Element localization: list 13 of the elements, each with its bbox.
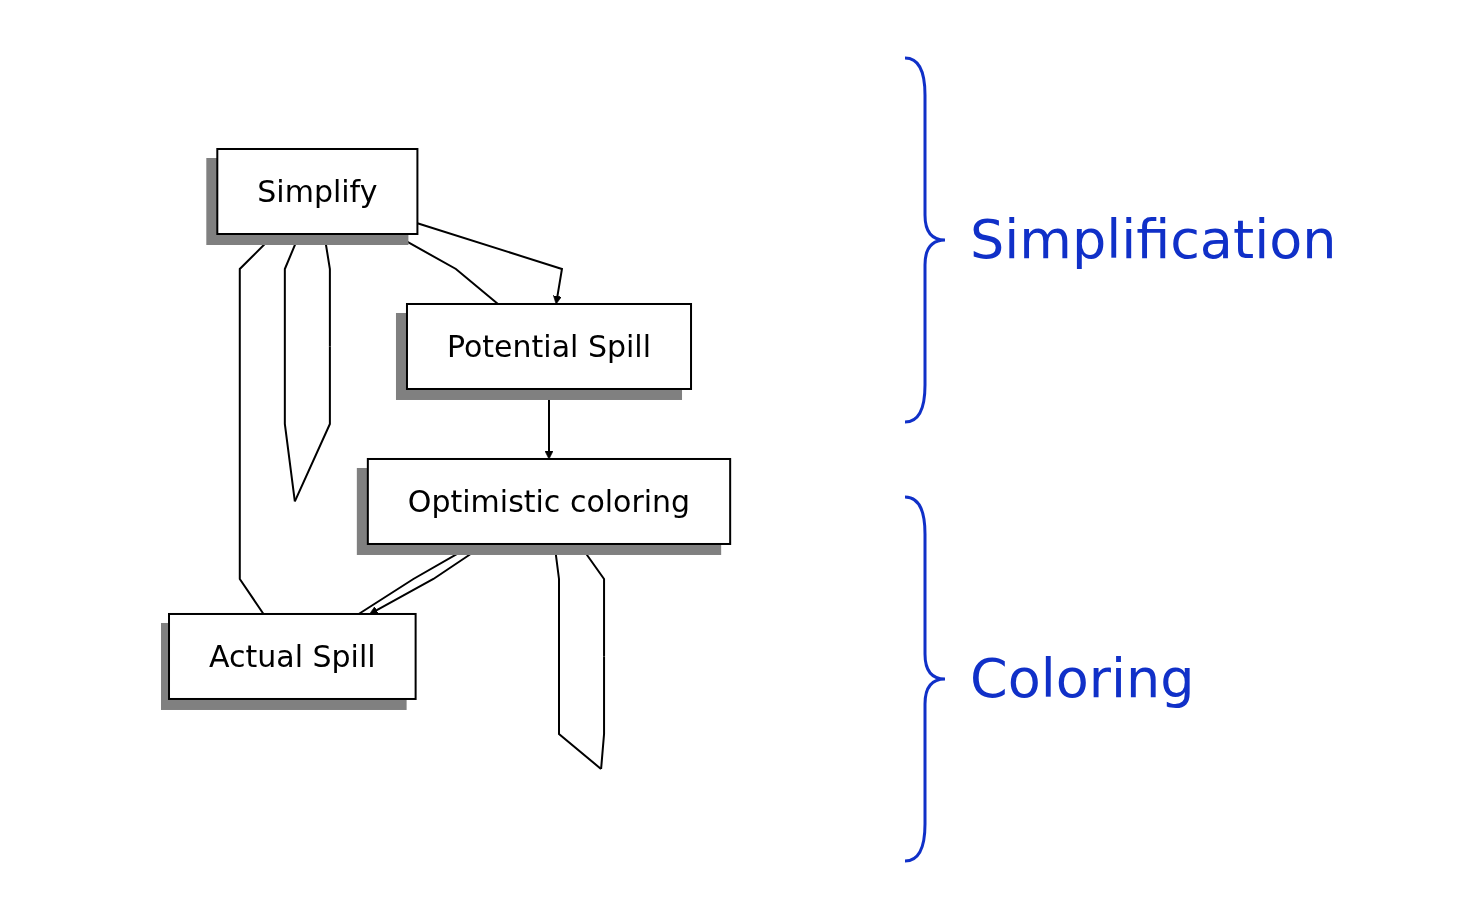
node-box: Actual Spill: [168, 612, 418, 700]
arrow: [393, 233, 500, 305]
node-box: Simplify: [216, 147, 419, 235]
arrow: [284, 232, 332, 503]
arrow: [545, 387, 554, 460]
arrow: [358, 543, 476, 615]
node-box: Optimistic coloring: [367, 457, 732, 545]
arrow: [551, 542, 606, 770]
group-label: Coloring: [970, 647, 1195, 710]
group-label: Simplification: [970, 208, 1337, 271]
arrow: [369, 542, 487, 615]
arrow: [239, 233, 276, 615]
node-box: Potential Spill: [406, 302, 693, 390]
